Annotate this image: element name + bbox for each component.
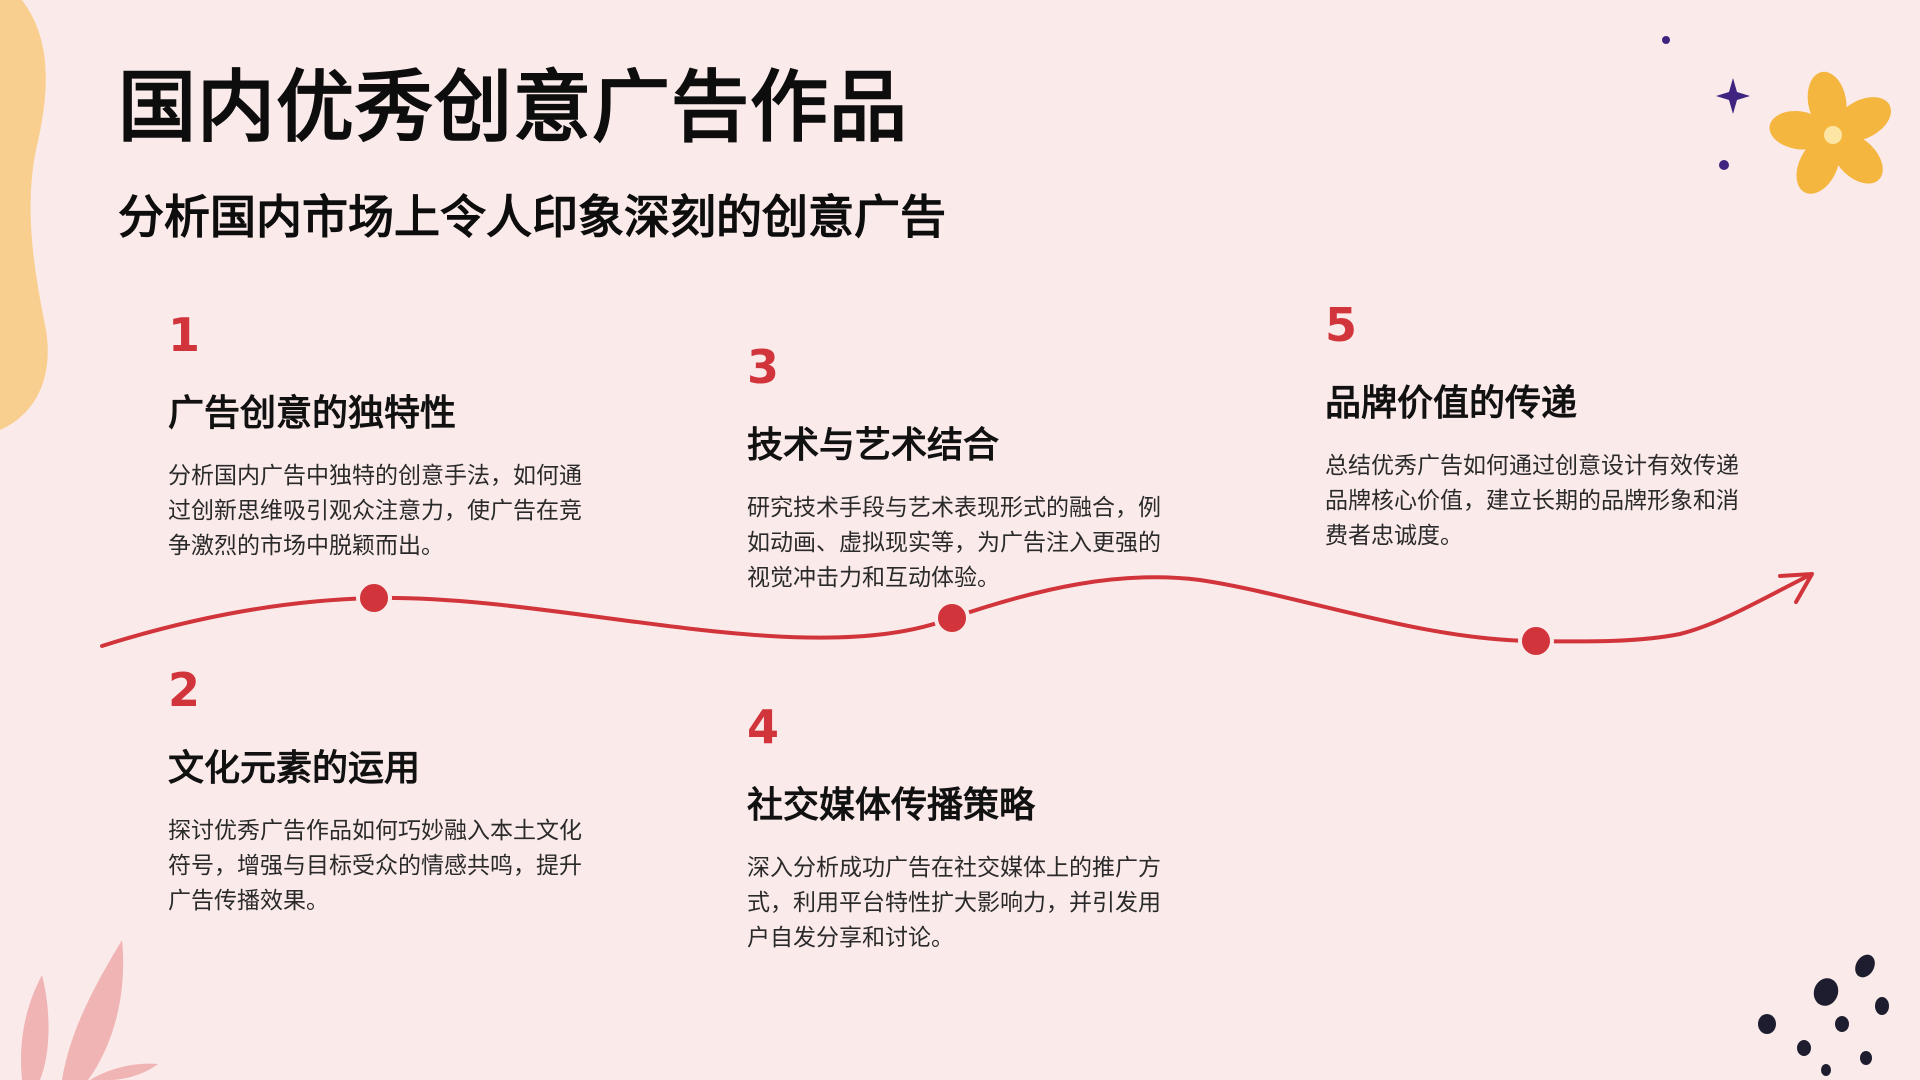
timeline-item-5: 5 品牌价值的传递 总结优秀广告如何通过创意设计有效传递品牌核心价值，建立长期的… bbox=[1325, 302, 1755, 554]
sparkle-dot bbox=[1719, 160, 1729, 170]
item-heading: 品牌价值的传递 bbox=[1325, 383, 1578, 424]
item-description: 总结优秀广告如何通过创意设计有效传递品牌核心价值，建立长期的品牌形象和消费者忠诚… bbox=[1325, 453, 1739, 550]
item-description: 研究技术手段与艺术表现形式的融合，例如动画、虚拟现实等，为广告注入更强的视觉冲击… bbox=[747, 495, 1161, 592]
item-description: 分析国内广告中独特的创意手法，如何通过创新思维吸引观众注意力，使广告在竞争激烈的… bbox=[168, 463, 582, 560]
item-number: 1 bbox=[168, 308, 201, 362]
blob-shape bbox=[0, 0, 48, 430]
timeline-marker-5 bbox=[1518, 623, 1554, 659]
flower-icon bbox=[1769, 71, 1891, 194]
item-number: 4 bbox=[747, 700, 780, 754]
arrow-head bbox=[1778, 572, 1814, 604]
timeline-marker-1 bbox=[356, 580, 392, 616]
item-number: 2 bbox=[168, 663, 201, 717]
page-subtitle: 分析国内市场上令人印象深刻的创意广告 bbox=[118, 190, 946, 244]
timeline-marker-3 bbox=[934, 600, 970, 636]
item-heading: 社交媒体传播策略 bbox=[747, 785, 1036, 826]
timeline-item-3: 3 技术与艺术结合 研究技术手段与艺术表现形式的融合，例如动画、虚拟现实等，为广… bbox=[747, 344, 1177, 596]
timeline-item-4: 4 社交媒体传播策略 深入分析成功广告在社交媒体上的推广方式，利用平台特性扩大影… bbox=[747, 704, 1177, 956]
timeline-item-2: 2 文化元素的运用 探讨优秀广告作品如何巧妙融入本土文化符号，增强与目标受众的情… bbox=[168, 667, 598, 919]
page-title: 国内优秀创意广告作品 bbox=[118, 63, 909, 153]
item-heading: 广告创意的独特性 bbox=[168, 393, 457, 434]
timeline-item-1: 1 广告创意的独特性 分析国内广告中独特的创意手法，如何通过创新思维吸引观众注意… bbox=[168, 312, 598, 564]
sparkle-icon bbox=[1716, 78, 1750, 114]
item-description: 深入分析成功广告在社交媒体上的推广方式，利用平台特性扩大影响力，并引发用户自发分… bbox=[747, 855, 1161, 952]
leaf-shape bbox=[20, 940, 158, 1080]
item-number: 5 bbox=[1325, 298, 1358, 352]
sparkle-dot bbox=[1662, 36, 1670, 44]
item-description: 探讨优秀广告作品如何巧妙融入本土文化符号，增强与目标受众的情感共鸣，提升广告传播… bbox=[168, 818, 582, 915]
item-number: 3 bbox=[747, 340, 780, 394]
dot-cluster bbox=[1758, 954, 1889, 1076]
item-heading: 文化元素的运用 bbox=[168, 748, 421, 789]
item-heading: 技术与艺术结合 bbox=[747, 425, 1000, 466]
